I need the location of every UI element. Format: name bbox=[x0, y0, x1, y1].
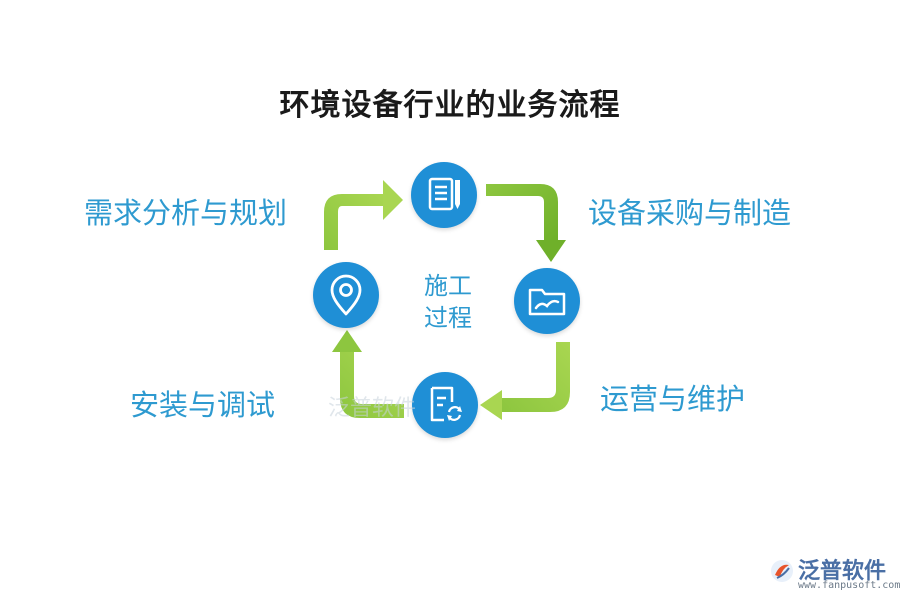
step-node-installation bbox=[412, 372, 478, 438]
step-label-installation: 安装与调试 bbox=[130, 388, 276, 422]
brand-logo-name: 泛普软件 bbox=[798, 559, 887, 584]
arrow-bottom-to-left bbox=[332, 330, 404, 418]
watermark: 泛普软件 bbox=[328, 396, 417, 421]
arrow-right-to-bottom bbox=[480, 342, 570, 420]
arrow-top-to-right bbox=[486, 184, 566, 262]
step-label-requirements: 需求分析与规划 bbox=[84, 196, 288, 230]
document-refresh-icon bbox=[430, 386, 462, 422]
center-label-line-2: 过程 bbox=[424, 304, 472, 332]
brand-logo-url: www.fanpusoft.com bbox=[798, 580, 900, 591]
arrow-left-to-top bbox=[324, 180, 403, 250]
center-label-line-1: 施工 bbox=[424, 272, 472, 300]
center-label: 施工 过程 bbox=[416, 270, 480, 334]
step-node-procurement bbox=[411, 162, 477, 228]
step-node-requirements bbox=[313, 262, 379, 328]
step-node-operation bbox=[514, 268, 580, 334]
diagram-title: 环境设备行业的业务流程 bbox=[279, 88, 621, 123]
step-label-operation: 运营与维护 bbox=[600, 382, 746, 416]
document-pencil-icon bbox=[428, 177, 460, 211]
brand-logo: 泛普软件 www.fanpusoft.com bbox=[770, 553, 900, 593]
step-label-procurement: 设备采购与制造 bbox=[588, 196, 792, 230]
folder-icon bbox=[528, 288, 566, 316]
brand-logo-icon bbox=[771, 560, 793, 582]
location-pin-icon bbox=[330, 274, 362, 316]
